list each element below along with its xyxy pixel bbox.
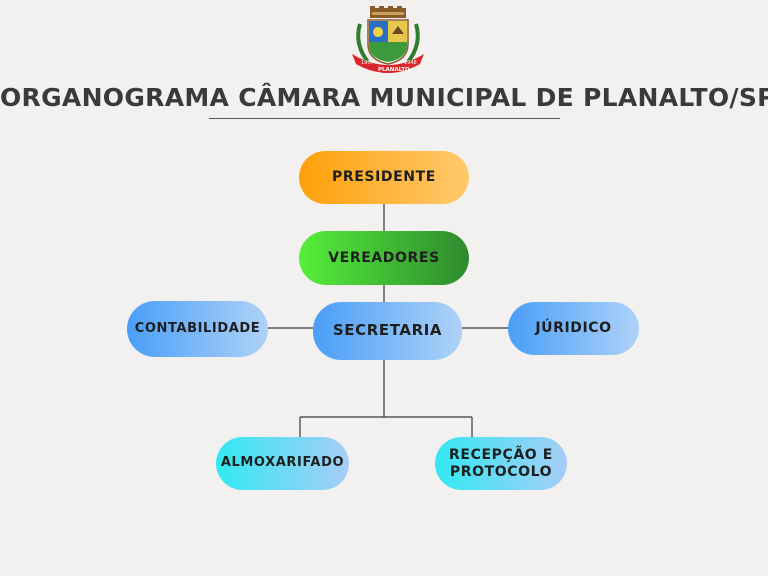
node-vereadores: VEREADORES bbox=[299, 231, 469, 285]
page-title: ORGANOGRAMA CÂMARA MUNICIPAL DE PLANALTO… bbox=[0, 83, 768, 112]
node-juridico: JÚRIDICO bbox=[508, 302, 639, 355]
crest-year-right: 1948 bbox=[404, 60, 417, 66]
crest-banner-text: PLANALTO bbox=[378, 67, 410, 73]
node-almoxarifado: ALMOXARIFADO bbox=[216, 437, 349, 490]
municipal-crest-logo: 1907 PLANALTO 1948 bbox=[352, 6, 424, 73]
node-recepcao-protocolo: RECEPÇÃO E PROTOCOLO bbox=[435, 437, 567, 490]
node-presidente: PRESIDENTE bbox=[299, 151, 469, 204]
node-contabilidade: CONTABILIDADE bbox=[127, 301, 268, 357]
crest-year-left: 1907 bbox=[361, 60, 374, 66]
node-secretaria: SECRETARIA bbox=[313, 302, 462, 360]
title-underline bbox=[209, 118, 560, 119]
